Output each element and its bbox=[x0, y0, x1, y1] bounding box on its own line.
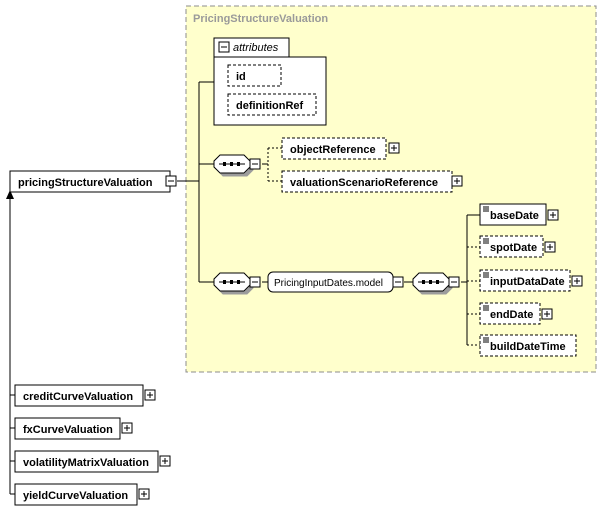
element-valuationscenarioreference[interactable]: valuationScenarioReference bbox=[281, 170, 463, 193]
derived-type-label: creditCurveValuation bbox=[23, 391, 133, 403]
element-label: inputDataDate bbox=[490, 276, 565, 288]
element-inputdatadate[interactable]: inputDataDate bbox=[479, 269, 583, 292]
element-objectreference[interactable]: objectReference bbox=[281, 137, 400, 160]
root-element-node[interactable]: pricingStructureValuation bbox=[9, 170, 177, 193]
derived-type-yieldcurvevaluation[interactable]: yieldCurveValuation bbox=[14, 483, 150, 506]
derived-type-label: volatilityMatrixValuation bbox=[23, 457, 149, 469]
sequence-compositor[interactable] bbox=[213, 272, 261, 292]
element-builddatetime[interactable]: buildDateTime bbox=[479, 334, 577, 357]
element-spotdate[interactable]: spotDate bbox=[479, 235, 556, 258]
collapse-icon[interactable] bbox=[249, 276, 261, 288]
element-basedate[interactable]: baseDate bbox=[479, 203, 559, 226]
derived-type-volatilitymatrixvaluation[interactable]: volatilityMatrixValuation bbox=[14, 450, 171, 473]
derived-type-creditcurvevaluation[interactable]: creditCurveValuation bbox=[14, 384, 156, 407]
sequence-compositor[interactable] bbox=[213, 154, 261, 174]
expand-icon[interactable] bbox=[571, 275, 583, 287]
derived-type-label: fxCurveValuation bbox=[23, 424, 113, 436]
element-label: valuationScenarioReference bbox=[290, 177, 438, 189]
simple-content-icon bbox=[483, 206, 489, 212]
element-label: endDate bbox=[490, 309, 533, 321]
attribute-label: definitionRef bbox=[236, 100, 304, 112]
expand-icon[interactable] bbox=[388, 142, 400, 154]
collapse-icon[interactable] bbox=[249, 158, 261, 170]
attribute-definitionref[interactable]: definitionRef bbox=[227, 93, 317, 116]
collapse-icon[interactable] bbox=[448, 276, 460, 288]
attributes-box: attributes id definitionRef bbox=[213, 37, 327, 126]
group-title: PricingStructureValuation bbox=[193, 13, 328, 25]
expand-icon[interactable] bbox=[451, 175, 463, 187]
expand-icon[interactable] bbox=[159, 455, 171, 467]
derived-type-label: yieldCurveValuation bbox=[23, 490, 128, 502]
attributes-title: attributes bbox=[233, 42, 279, 54]
simple-content-icon bbox=[483, 305, 489, 311]
collapse-icon[interactable] bbox=[165, 175, 177, 187]
expand-icon[interactable] bbox=[121, 422, 133, 434]
simple-content-icon bbox=[483, 272, 489, 278]
expand-icon[interactable] bbox=[547, 209, 559, 221]
derivation-arrow bbox=[6, 190, 14, 199]
attribute-label: id bbox=[236, 71, 246, 83]
element-label: spotDate bbox=[490, 242, 537, 254]
element-label: baseDate bbox=[490, 210, 539, 222]
expand-icon[interactable] bbox=[544, 241, 556, 253]
simple-content-icon bbox=[483, 238, 489, 244]
simple-content-icon bbox=[483, 337, 489, 343]
expand-icon[interactable] bbox=[144, 389, 156, 401]
element-label: objectReference bbox=[290, 144, 376, 156]
element-enddate[interactable]: endDate bbox=[479, 302, 553, 325]
collapse-icon[interactable] bbox=[392, 276, 404, 288]
model-group-label: PricingInputDates.model bbox=[274, 278, 383, 289]
expand-icon[interactable] bbox=[138, 488, 150, 500]
derived-type-fxcurvevaluation[interactable]: fxCurveValuation bbox=[14, 417, 133, 440]
attribute-id[interactable]: id bbox=[227, 64, 282, 87]
sequence-compositor[interactable] bbox=[412, 272, 460, 292]
model-group-node[interactable]: PricingInputDates.model bbox=[267, 271, 404, 293]
root-element-label: pricingStructureValuation bbox=[18, 177, 153, 189]
collapse-icon[interactable] bbox=[218, 41, 230, 53]
expand-icon[interactable] bbox=[541, 308, 553, 320]
element-label: buildDateTime bbox=[490, 341, 566, 353]
connectors bbox=[9, 81, 480, 495]
